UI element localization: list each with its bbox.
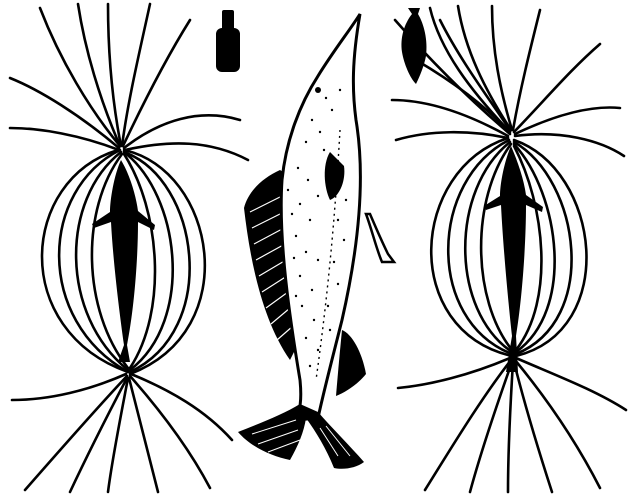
center-fish: [238, 14, 394, 469]
right-field-line: [508, 362, 513, 492]
right-field-line: [514, 44, 600, 132]
left-field-line: [129, 378, 158, 492]
left-field-line: [10, 128, 119, 150]
right-field-line: [515, 107, 620, 134]
right-field-line: [396, 132, 508, 140]
right-field-line: [513, 10, 540, 130]
left-field-line: [78, 4, 120, 146]
left-field-line: [10, 78, 119, 148]
right-field-line: [425, 360, 511, 490]
left-field-line: [122, 4, 150, 146]
center-fish-eye: [315, 87, 321, 93]
right-field-line: [515, 134, 624, 156]
center-fish-anal-fin: [336, 330, 366, 396]
right-field-line: [470, 362, 512, 492]
right-field-line: [515, 360, 600, 488]
center-fish-tail-fin: [238, 404, 364, 469]
small-cylinder-object: [216, 10, 240, 72]
right-field-line: [492, 6, 512, 130]
center-fish-side-fin: [366, 214, 394, 262]
left-field-line: [131, 374, 232, 440]
small-fish-object: [401, 8, 426, 84]
